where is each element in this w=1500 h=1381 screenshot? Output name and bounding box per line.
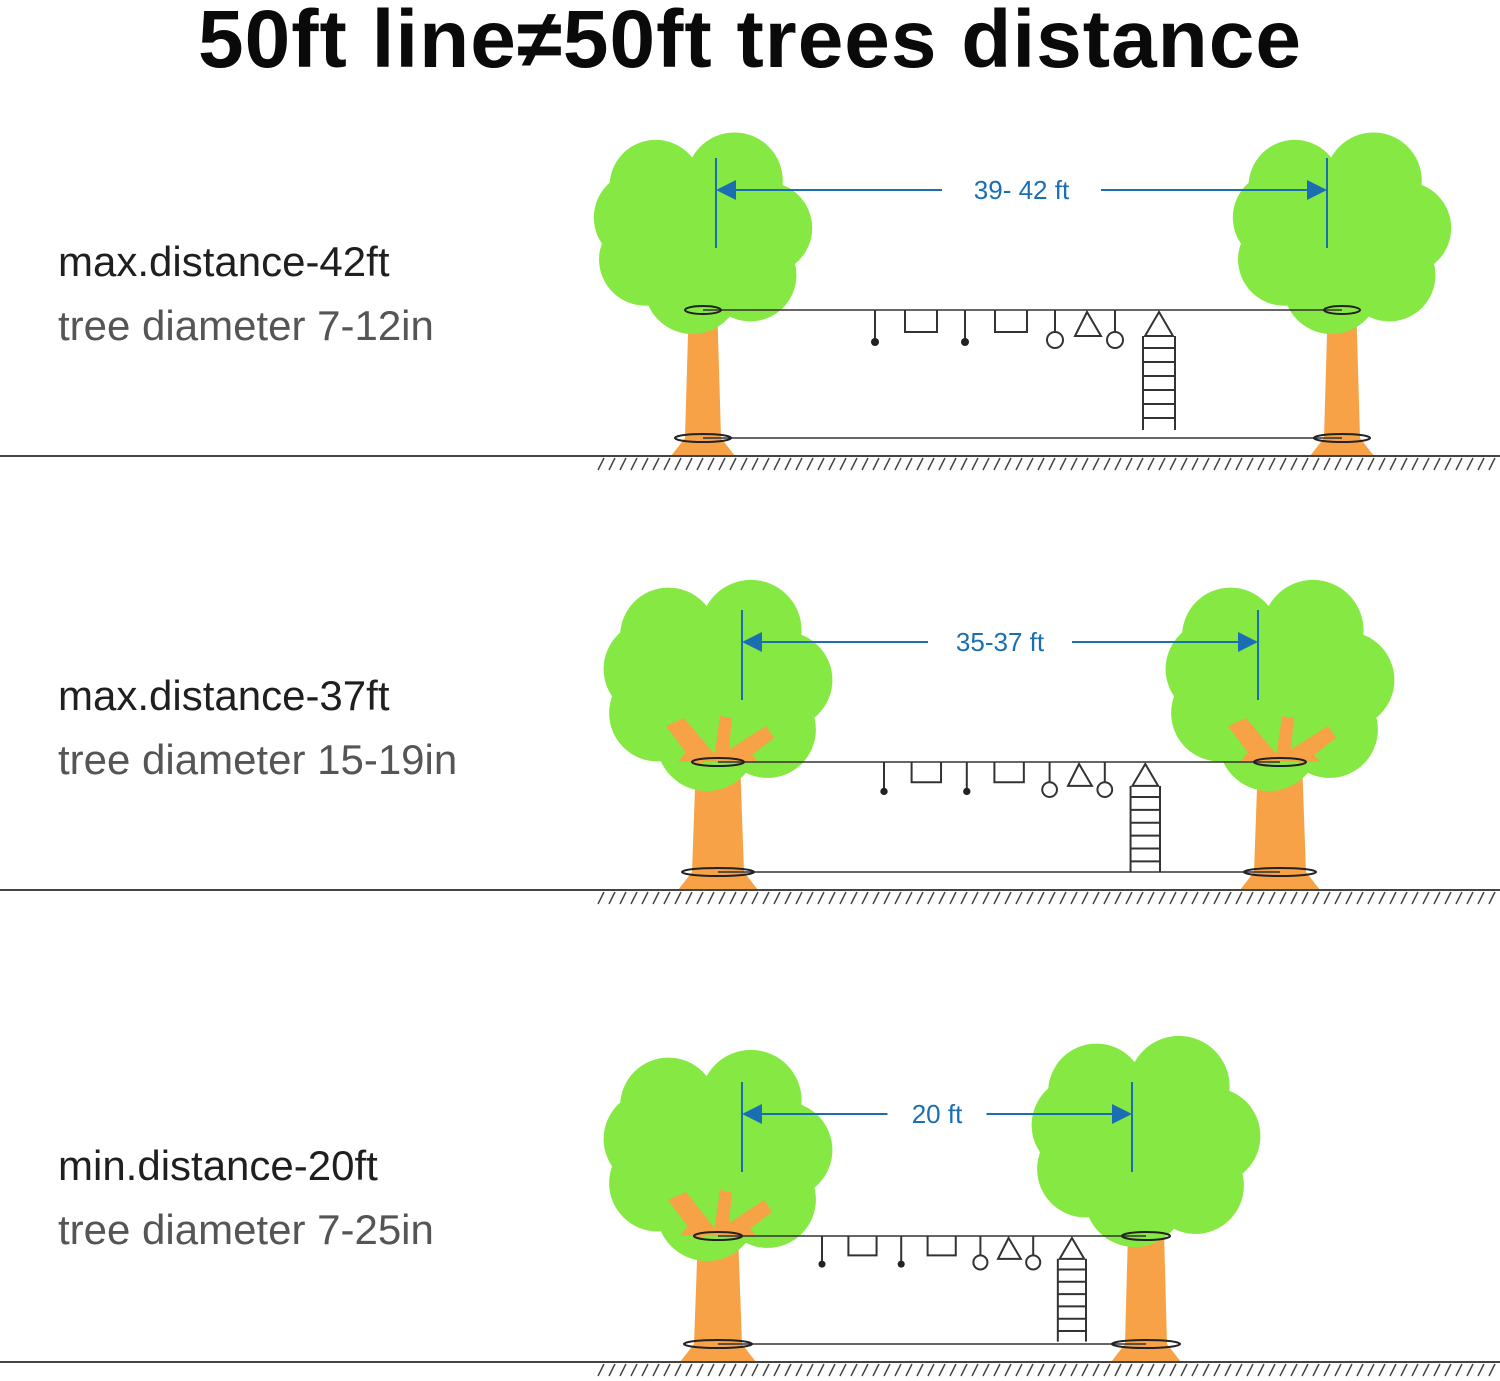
page-title: 50ft line≠50ft trees distance [198, 0, 1302, 85]
panel-1-measurement: 39- 42 ft [974, 175, 1070, 205]
panel-1-distance: max.distance-42ft [58, 238, 390, 285]
tree-trunk [680, 1234, 756, 1362]
panel-1-diameter: tree diameter 7-12in [58, 302, 434, 349]
panel-2-scene: 35-37 ft [0, 579, 1500, 905]
tree-trunk [1310, 300, 1374, 456]
tree-trunk [678, 760, 758, 890]
panel-1-scene: 39- 42 ft [0, 132, 1500, 471]
panel-2-label: max.distance-37ft tree diameter 15-19in [58, 664, 518, 792]
panel-3-measurement: 20 ft [912, 1099, 963, 1129]
panel-1-label: max.distance-42ft tree diameter 7-12in [58, 230, 518, 358]
panel-2-diameter: tree diameter 15-19in [58, 736, 458, 783]
panel-3-distance: min.distance-20ft [58, 1142, 378, 1189]
panel-3-scene: 20 ft [0, 1035, 1500, 1377]
panel-3-diameter: tree diameter 7-25in [58, 1206, 434, 1253]
tree-trunk [1240, 760, 1320, 890]
panel-2-measurement: 35-37 ft [956, 627, 1045, 657]
panel-2-distance: max.distance-37ft [58, 672, 390, 719]
tree-trunk [671, 300, 735, 456]
panel-3-label: min.distance-20ft tree diameter 7-25in [58, 1134, 518, 1262]
